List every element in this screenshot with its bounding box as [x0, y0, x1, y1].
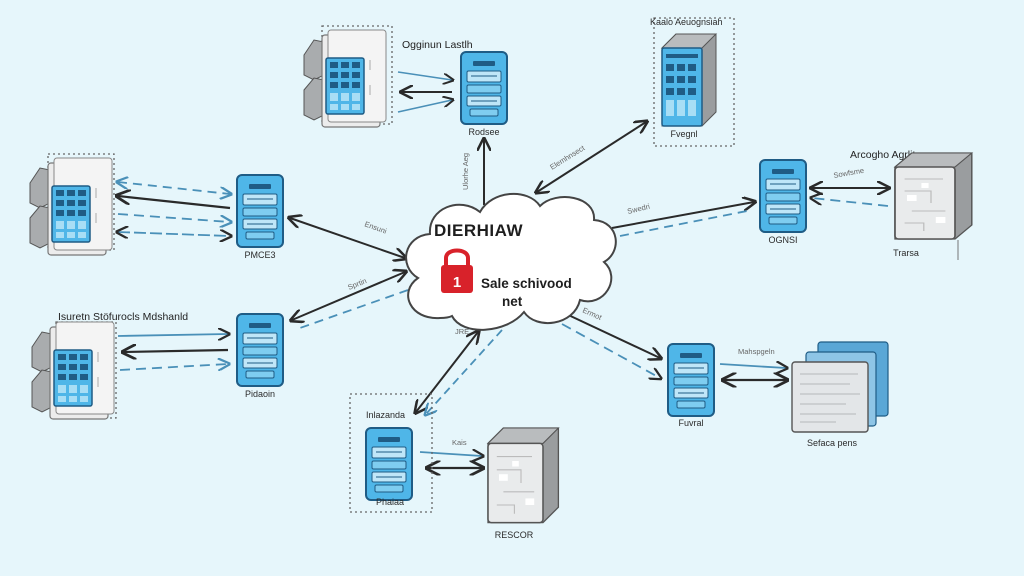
- cloud-shape: [405, 193, 617, 331]
- cluster-top-left[interactable]: Ogginun Lastlh: [303, 25, 473, 128]
- edge-cloud-right-dashed: [619, 209, 753, 237]
- edge-label-right: Swedri: [626, 202, 651, 216]
- storage-right[interactable]: Arcogho Agrlita Trarsa: [850, 149, 973, 260]
- edge-cloud-bottom-right-dashed: [561, 323, 660, 378]
- stacked-panels-bottom-right-label: Sefaca pens: [807, 438, 858, 448]
- device-bottom[interactable]: Inlazanda Phaiaa: [349, 393, 433, 513]
- device-top-center[interactable]: Rodsee: [460, 51, 508, 137]
- edge-cloud-left-lower-dashed: [299, 289, 409, 329]
- device-bottom-right-label: Fuvral: [678, 418, 703, 428]
- lock-digit: 1: [453, 274, 461, 291]
- edge-label-bottom-right: Ermot: [581, 306, 604, 323]
- edge-cloud-left-lower: [292, 272, 405, 320]
- edge-label-right-storage: Sowfsme: [833, 166, 865, 180]
- device-right[interactable]: OGNSI: [759, 159, 807, 245]
- edge-cloud-bottom: [416, 332, 478, 412]
- device-left-upper[interactable]: PMCE3: [236, 174, 284, 260]
- edge-label-br-storage: Mahspgeln: [738, 347, 775, 356]
- cluster-left-lower-label: Isuretn Stöfurocls Mdshanld: [58, 311, 188, 323]
- edge-tl-cluster-top-center-1: [397, 71, 452, 80]
- edge-label-bottom: JRE: [455, 327, 469, 336]
- edge-right-storage-2: [812, 198, 889, 207]
- edge-label-left-upper: Ensuni: [363, 219, 388, 235]
- storage-bottom-label: RESCOR: [495, 530, 534, 540]
- device-left-lower[interactable]: Pidaoin: [236, 313, 284, 399]
- edge-lu-cluster-2: [118, 196, 231, 210]
- device-right-label: OGNSI: [768, 235, 797, 245]
- server-rack-top-right[interactable]: Kaalo Aeuognsiah Fvegnl: [650, 17, 735, 147]
- edge-cloud-right: [611, 202, 754, 229]
- device-bottom-group-label: Inlazanda: [366, 410, 405, 420]
- edge-label-top-center: Ulorhe Aeg: [461, 153, 470, 190]
- cloud-subtitle-line1: Sale schivood: [481, 276, 572, 291]
- storage-right-label: Trarsa: [893, 248, 919, 258]
- cloud-network[interactable]: DIERHIAW 1 Sale schivood net: [405, 193, 617, 331]
- cluster-left-upper[interactable]: [29, 153, 115, 256]
- edge-cloud-bottom-dashed: [426, 329, 503, 414]
- storage-bottom[interactable]: RESCOR: [487, 427, 560, 540]
- edge-ll-cluster-1: [117, 334, 228, 336]
- cloud-title: DIERHIAW: [434, 221, 523, 240]
- device-left-lower-label: Pidaoin: [245, 389, 275, 399]
- cloud-subtitle-line2: net: [502, 294, 523, 309]
- edge-lu-cluster-4: [118, 232, 230, 236]
- edge-bottom-storage-1: [419, 452, 482, 456]
- edge-cloud-left-upper: [290, 218, 405, 258]
- device-bottom-right[interactable]: Fuvral: [667, 343, 715, 428]
- edge-lu-cluster-3: [117, 213, 230, 222]
- edge-cloud-top-right: [537, 122, 646, 192]
- edge-cloud-bottom-right: [561, 311, 660, 358]
- edge-label-bottom-storage: Kais: [452, 438, 467, 447]
- server-rack-top-right-label: Fvegnl: [670, 129, 697, 139]
- device-bottom-label: Phaiaa: [376, 497, 404, 507]
- cluster-top-left-label: Ogginun Lastlh: [402, 39, 473, 51]
- edge-label-top-right: Elemhnsect: [548, 143, 587, 172]
- edge-tl-cluster-top-center-3: [397, 100, 452, 113]
- cluster-left-lower[interactable]: Isuretn Stöfurocls Mdshanld: [31, 311, 188, 420]
- edge-ll-cluster-3: [119, 364, 228, 371]
- server-rack-top-right-group-label: Kaalo Aeuognsiah: [650, 17, 723, 27]
- edge-lu-cluster-1: [118, 182, 230, 194]
- stacked-panels-bottom-right[interactable]: Sefaca pens: [791, 341, 889, 448]
- server-rack-top-right-boundary: [653, 17, 735, 147]
- device-top-center-label: Rodsee: [468, 127, 499, 137]
- device-bottom-boundary: [349, 393, 433, 513]
- device-left-upper-label: PMCE3: [244, 250, 275, 260]
- storage-right-group-label: Arcogho Agrlita: [850, 149, 921, 161]
- edge-br-storage-1: [719, 364, 786, 368]
- lock-icon: 1: [441, 248, 473, 293]
- edge-ll-cluster-2: [124, 350, 229, 352]
